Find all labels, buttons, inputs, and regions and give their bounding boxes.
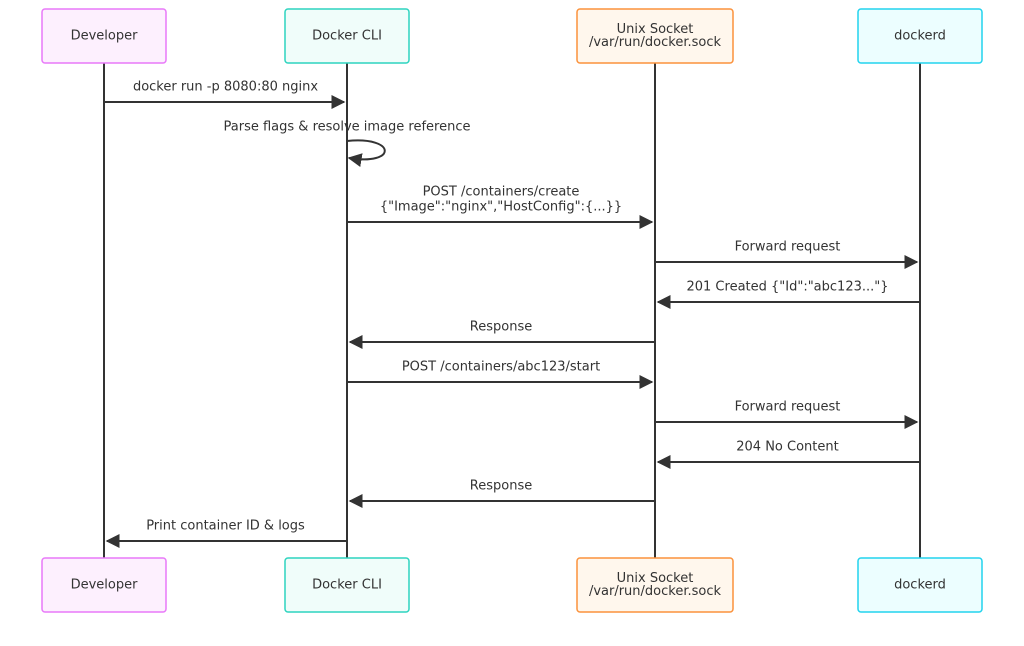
message-10: Response [348,479,655,508]
actor-box [284,8,410,64]
message-label: POST /containers/abc123/start [402,360,600,375]
actor-label: Docker CLI [312,578,382,593]
message-label: Print container ID & logs [146,519,305,534]
self-message-arrow [346,139,386,167]
message-3: POST /containers/create{"Image":"nginx",… [347,185,654,229]
actor-label: /var/run/docker.sock [589,35,722,50]
actor-label: /var/run/docker.sock [589,584,722,599]
actor-developer-bottom: Developer [41,557,167,613]
message-label: 204 No Content [736,440,838,455]
actor-label: Unix Socket [617,22,694,37]
message-label: Response [470,320,532,335]
message-5: 201 Created {"Id":"abc123..."} [656,280,920,309]
actor-box [41,8,167,64]
actor-box [857,557,983,613]
actor-box [284,557,410,613]
actor-box [576,557,734,613]
actor-label: Developer [71,578,139,593]
actor-docker-cli-top: Docker CLI [284,8,410,64]
actor-box [857,8,983,64]
message-8: Forward request [655,400,919,429]
actor-unix-socket-top: Unix Socket/var/run/docker.sock [576,8,734,64]
message-label: Parse flags & resolve image reference [224,120,471,135]
actor-label: Docker CLI [312,29,382,44]
message-label: Response [470,479,532,494]
message-1: docker run -p 8080:80 nginx [104,80,346,109]
message-2: Parse flags & resolve image reference [224,120,471,167]
actor-dockerd-bottom: dockerd [857,557,983,613]
message-label: Forward request [735,240,841,255]
actor-dockerd-top: dockerd [857,8,983,64]
message-11: Print container ID & logs [105,519,347,548]
actor-label: Developer [71,29,139,44]
actor-developer-top: Developer [41,8,167,64]
actor-label: Unix Socket [617,571,694,586]
actor-box [41,557,167,613]
message-label: POST /containers/create [423,185,580,200]
actor-unix-socket-bottom: Unix Socket/var/run/docker.sock [576,557,734,613]
actor-box [576,8,734,64]
message-label: {"Image":"nginx","HostConfig":{...}} [380,200,622,215]
message-label: 201 Created {"Id":"abc123..."} [686,280,888,295]
message-9: 204 No Content [656,440,920,469]
actor-label: dockerd [894,29,946,44]
message-6: Response [348,320,655,349]
actor-docker-cli-bottom: Docker CLI [284,557,410,613]
message-label: docker run -p 8080:80 nginx [133,80,318,95]
message-4: Forward request [655,240,919,269]
message-label: Forward request [735,400,841,415]
message-7: POST /containers/abc123/start [347,360,654,389]
actor-label: dockerd [894,578,946,593]
